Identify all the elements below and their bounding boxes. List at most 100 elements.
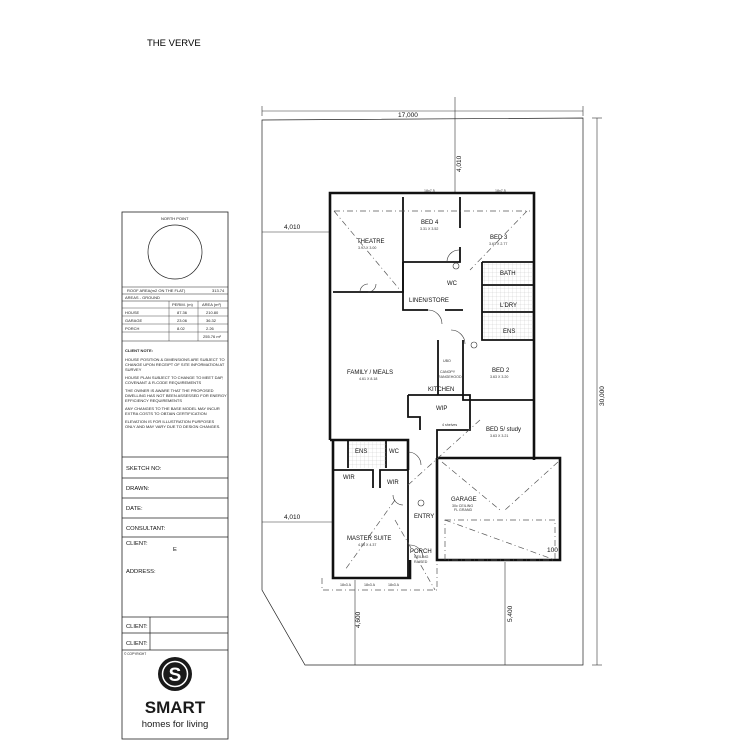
client-label-2: CLIENT: <box>126 624 148 630</box>
room-theatre-size: 3.97 X 3.00 <box>358 246 376 250</box>
table-total: 255.76 m² <box>203 334 222 339</box>
client-note-line: CHANGE UPON RECEIPT OF SITE INFORMATION … <box>125 362 225 367</box>
laundry-tiles <box>483 286 533 311</box>
bath-tiles <box>483 263 533 284</box>
dim-garage-offset: 100 <box>547 547 558 554</box>
client-note-line: EFFICIENCY REQUIREMENTS <box>125 398 182 403</box>
ceiling-lines <box>321 210 559 591</box>
garage-note-1: 30c CEILING <box>452 504 473 508</box>
room-bed2: BED 2 <box>492 368 510 374</box>
roof-area-value: 313.74 <box>212 288 225 293</box>
table-cell: 23.06 <box>177 318 188 323</box>
room-labels: THEATRE 3.97 X 3.00 BED 4 3.31 X 3.52 BE… <box>343 220 521 564</box>
drawing-title: THE VERVE <box>147 38 201 49</box>
logo-brand: SMART <box>145 698 206 717</box>
date-label: DATE: <box>126 506 143 512</box>
room-master-ensuite: ENS <box>355 449 367 455</box>
smoke-detector-icons <box>417 262 478 507</box>
room-bed3-size: 3.63 X 2.77 <box>489 242 507 246</box>
room-master-size: 4.53 X 4.37 <box>358 543 376 547</box>
kitchen-rangehood: RANGEHOOD <box>438 375 462 379</box>
room-bath: BATH <box>500 271 516 277</box>
room-garage: GARAGE <box>451 497 477 503</box>
dim-garage-setback: 5,400 <box>507 605 514 622</box>
kitchen-canopy: CANOPY <box>440 370 456 374</box>
room-bed4-size: 3.31 X 3.52 <box>420 227 438 231</box>
dimension-lines <box>261 97 602 666</box>
master-ensuite-tiles <box>349 441 386 468</box>
dim-side-setback-lower: 4,010 <box>284 514 301 521</box>
logo-tagline: homes for living <box>142 719 209 730</box>
room-wc: WC <box>447 281 458 287</box>
north-point-circle <box>147 224 203 280</box>
table-header-area: AREA (m²) <box>202 302 222 307</box>
sketch-no-label: SKETCH NO: <box>126 466 162 472</box>
room-bed4: BED 4 <box>421 220 439 226</box>
wip-shelves: 4 shelves <box>442 423 457 427</box>
north-point-label: NORTH POINT <box>161 216 189 221</box>
table-cell: 36.32 <box>206 318 217 323</box>
room-theatre: THEATRE <box>357 239 385 245</box>
lot-boundary <box>261 117 584 666</box>
room-family-size: 4.61 X 8.18 <box>359 377 377 381</box>
dim-side-setback-upper: 4,010 <box>284 224 301 231</box>
table-cell: 2.26 <box>206 326 215 331</box>
drawn-label: DRAWN: <box>126 486 150 492</box>
smart-logo: S SMART homes for living <box>142 657 209 730</box>
client-label: CLIENT: <box>126 541 148 547</box>
copyright: © COPYRIGHT <box>124 652 146 656</box>
client-notes: HOUSE POSITION & DIMENSIONS ARE SUBJECT … <box>125 357 227 429</box>
room-master-wc: WC <box>389 449 400 455</box>
window-label-master-2: 18x3 A <box>364 583 376 587</box>
roof-area-label: ROOF AREA(m2 ON THE FLAT) <box>127 288 186 293</box>
client-note-line: ELEVATION IS FOR ILLUSTRATION PURPOSES <box>125 419 214 424</box>
client-note-line: SURVEY <box>125 367 142 372</box>
window-label-top-1: 18x7.5 <box>424 189 435 193</box>
room-laundry: L'DRY <box>500 303 517 309</box>
porch-note-1: CEILING <box>414 555 429 559</box>
room-bed2-size: 3.63 X 3.20 <box>490 375 508 379</box>
dim-master-setback: 4,600 <box>355 611 362 628</box>
client-note-line: ANY CHANGES TO THE BASE MODEL MAY INCUR <box>125 406 220 411</box>
title-block: NORTH POINT ROOF AREA(m2 ON THE FLAT) 31… <box>121 211 229 740</box>
room-wir-1: WIR <box>343 475 355 481</box>
door-swings <box>359 249 466 559</box>
room-bed3: BED 3 <box>490 235 508 241</box>
porch-note-2: RAISED <box>414 560 428 564</box>
client-note-line: HOUSE POSITION & DIMENSIONS ARE SUBJECT … <box>125 357 225 362</box>
consultant-label: CONSULTANT: <box>126 526 166 532</box>
window-label-master-3: 18x3 A <box>388 583 400 587</box>
room-wir-2: WIR <box>387 480 399 486</box>
table-header-perim: PERIM. (m) <box>172 302 194 307</box>
logo-letter: S <box>169 665 182 686</box>
dim-lot-depth: 30,000 <box>599 386 606 406</box>
table-row-porch: PORCH <box>125 326 140 331</box>
dim-front-setback: 4,010 <box>456 155 463 172</box>
client-note-line: THE OWNER IS AWARE THAT THE PROPOSED <box>125 388 214 393</box>
client-note-heading: CLIENT NOTE: <box>125 348 153 353</box>
room-bed5-size: 3.63 X 3.21 <box>490 434 508 438</box>
table-cell: 8.02 <box>177 326 186 331</box>
areas-heading: AREAS - GROUND <box>125 295 160 300</box>
room-wip: WIP <box>436 406 447 412</box>
table-cell: 87.36 <box>177 310 188 315</box>
client-note-line: DWELLING HAS NOT BEEN ASSESSED FOR ENERG… <box>125 393 227 398</box>
house-walls <box>328 191 562 580</box>
room-linen-store: LINEN/STORE <box>409 298 449 304</box>
dim-lot-width: 17,000 <box>398 112 418 119</box>
client-note-line: HOUSE PLAN SUBJECT TO CHANGE TO MEET DAP… <box>125 375 223 380</box>
client-label-3: CLIENT: <box>126 641 148 647</box>
client-note-line: EXTRA COSTS TO OBTAIN CERTIFICATION <box>125 411 207 416</box>
room-kitchen: KITCHEN <box>428 387 454 393</box>
address-label: ADDRESS: <box>126 569 156 575</box>
window-label-top-2: 18x7.5 <box>495 189 506 193</box>
table-cell: 210.80 <box>206 310 219 315</box>
garage-note-2: FL GRAND <box>454 508 472 512</box>
room-ensuite: ENS <box>503 329 515 335</box>
client-note-line: COVENANT & R-CODE REQUIREMENTS <box>125 380 201 385</box>
table-row-house: HOUSE <box>125 310 140 315</box>
client-note-line: ONLY AND MAY VARY DUE TO DESIGN CHANGES. <box>125 424 220 429</box>
room-family-meals: FAMILY / MEALS <box>347 370 393 376</box>
ensuite-tiles <box>483 313 533 339</box>
